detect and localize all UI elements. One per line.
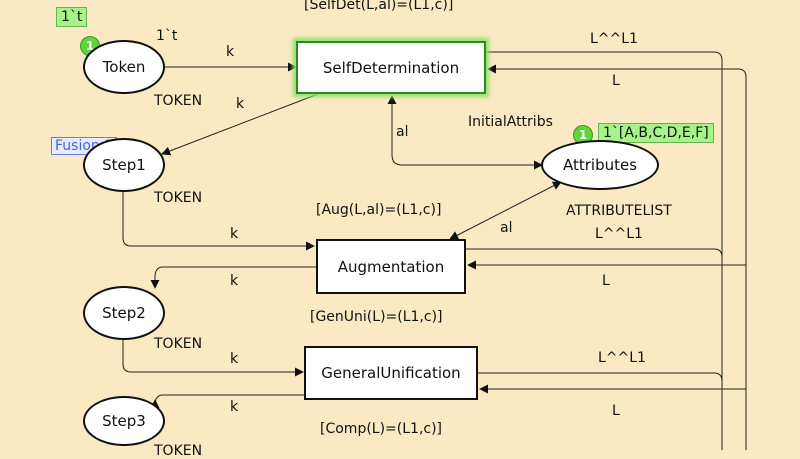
initial-marking-attributes: InitialAttribs (468, 114, 553, 130)
place-step1[interactable]: Step1 (83, 138, 165, 192)
type-step2: TOKEN (154, 336, 203, 352)
arc-label-k6: k (230, 399, 239, 415)
arc-label-l-2: L (602, 273, 610, 289)
arc-label-k3: k (230, 226, 239, 242)
type-step1: TOKEN (154, 190, 203, 206)
arc-selfdet-out-l1 (486, 51, 723, 450)
arc-aug-attributes (449, 181, 562, 240)
arc-in-selfdet-l (487, 64, 747, 450)
place-step3[interactable]: Step3 (83, 396, 165, 446)
guard-generalunification: [GenUni(L)=(L1,c)] (310, 309, 443, 325)
arc-label-l-3: L (612, 403, 620, 419)
place-step2[interactable]: Step2 (83, 286, 165, 340)
type-step3: TOKEN (154, 443, 203, 459)
guard-comp: [Comp(L)=(L1,c)] (320, 421, 443, 437)
initial-marking-token: 1`t (156, 28, 178, 44)
transition-augmentation[interactable]: Augmentation (316, 239, 466, 294)
arc-label-l1-3: L^^L1 (598, 350, 646, 366)
arc-label-l1-1: L^^L1 (590, 31, 638, 47)
arc-genuni-out-l1 (478, 372, 723, 382)
arc-step2-genuni (122, 340, 304, 377)
arc-selfdet-step1 (161, 93, 319, 156)
arc-aug-out-l1 (466, 248, 723, 258)
transition-selfdetermination[interactable]: SelfDetermination (296, 41, 486, 94)
type-token: TOKEN (154, 93, 203, 109)
guard-augmentation: [Aug(L,al)=(L1,c)] (316, 202, 442, 218)
arc-label-l1-2: L^^L1 (595, 226, 643, 242)
arc-aug-step2 (150, 266, 316, 289)
type-attributes: ATTRIBUTELIST (566, 203, 672, 219)
place-token[interactable]: Token (83, 40, 165, 94)
guard-selfdetermination: [SelfDet(L,al)=(L1,c)] (304, 0, 454, 13)
arc-selfdet-attributes (387, 95, 543, 170)
arc-label-k1: k (226, 44, 235, 60)
transition-generalunification[interactable]: GeneralUnification (304, 346, 478, 400)
marking-attributes[interactable]: 1`[A,B,C,D,E,F] (598, 123, 714, 143)
arc-label-al-selfdet: al (396, 124, 409, 140)
arc-label-l-1: L (612, 73, 620, 89)
arc-label-k4: k (230, 273, 239, 289)
arc-step1-aug (122, 192, 315, 251)
marking-token[interactable]: 1`t (56, 7, 88, 27)
arc-label-k2: k (236, 96, 245, 112)
place-attributes[interactable]: Attributes (541, 140, 659, 190)
arc-label-al-aug: al (500, 220, 513, 236)
arc-label-k5: k (230, 351, 239, 367)
